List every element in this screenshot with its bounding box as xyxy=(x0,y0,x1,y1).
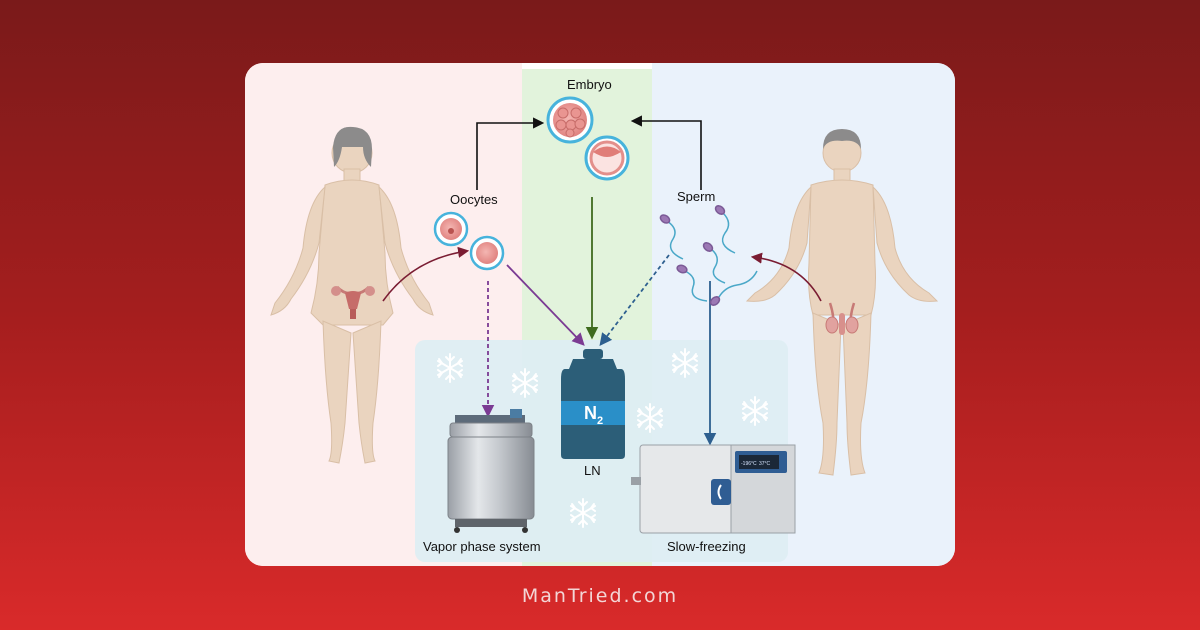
diagram-card: N 2 -196°C 37°C Embryo Oocytes Sperm LN … xyxy=(245,63,955,566)
freezer-display-temp-2: 37°C xyxy=(759,461,771,467)
arrow-ovary-to-oocytes xyxy=(382,246,470,302)
arrow-sperm-to-embryo xyxy=(630,115,702,190)
sperm-icon xyxy=(659,205,758,306)
arrow-oocytes-to-embryo xyxy=(476,117,545,190)
male-figure-icon xyxy=(745,129,939,476)
male-reproductive-icon xyxy=(825,302,859,335)
uterus-icon xyxy=(331,285,375,319)
label-vapor-phase: Vapor phase system xyxy=(423,539,541,554)
slow-freezer-icon xyxy=(631,444,796,534)
label-slow-freezing: Slow-freezing xyxy=(667,539,746,554)
arrow-sperm-to-ln xyxy=(599,254,670,347)
arrow-oocytes-to-ln xyxy=(506,264,585,346)
label-sperm: Sperm xyxy=(677,189,715,204)
female-figure-icon xyxy=(270,126,434,464)
blastocyst-icon xyxy=(584,135,630,181)
liquid-nitrogen-tank-icon xyxy=(561,349,625,459)
label-ln: LN xyxy=(584,463,601,478)
brand-footer: ManTried.com xyxy=(521,585,679,607)
freezer-display-temp-1: -196°C xyxy=(741,461,757,467)
oocyte-icon xyxy=(469,235,505,271)
arrow-testis-to-sperm xyxy=(750,252,822,302)
n2-subscript: 2 xyxy=(597,415,603,427)
label-embryo: Embryo xyxy=(567,77,612,92)
oocyte-icon xyxy=(433,211,469,247)
vapor-phase-tank-icon xyxy=(447,409,535,533)
embryo-icon xyxy=(546,96,594,144)
n2-symbol: N xyxy=(584,403,597,423)
label-oocytes: Oocytes xyxy=(450,192,498,207)
fertility-preservation-diagram: N 2 -196°C 37°C Embryo Oocytes Sperm LN … xyxy=(245,63,955,566)
